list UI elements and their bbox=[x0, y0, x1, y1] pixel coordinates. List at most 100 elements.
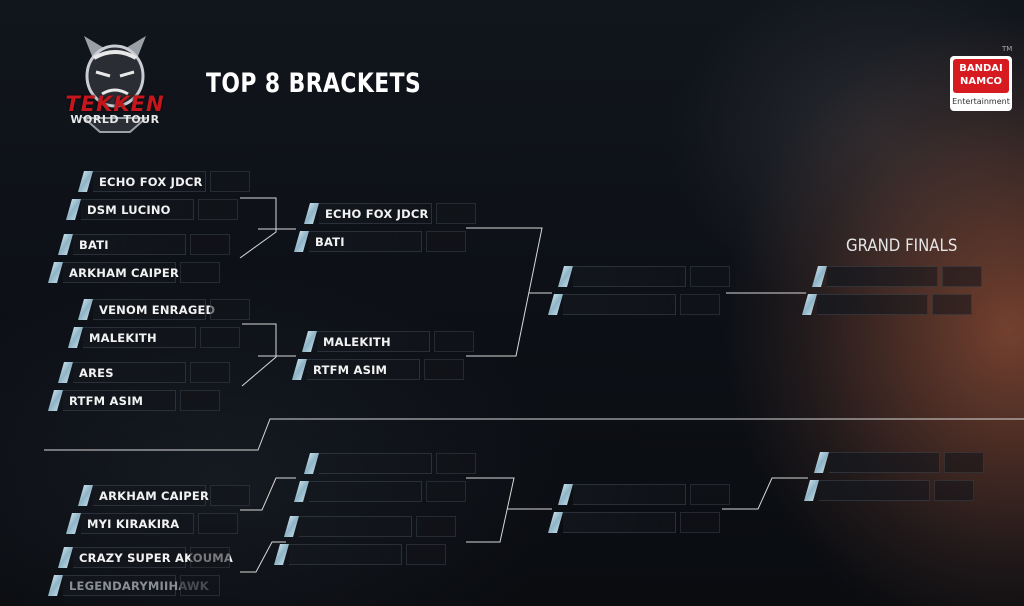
player-slot: DSM LUCINO bbox=[66, 199, 238, 220]
logo-tekken-text: TEKKEN bbox=[65, 92, 165, 116]
seed-marker-icon bbox=[78, 485, 93, 506]
player-name: MYI KIRAKIRA bbox=[87, 517, 180, 531]
seed-marker-icon bbox=[292, 359, 307, 380]
player-name-box: RTFM ASIM bbox=[63, 390, 176, 411]
sponsor-tm: TM bbox=[1002, 45, 1013, 53]
score-box bbox=[190, 362, 230, 383]
player-name-box bbox=[827, 266, 938, 287]
score-box bbox=[436, 453, 476, 474]
score-box bbox=[690, 266, 730, 287]
seed-marker-icon bbox=[58, 547, 73, 568]
score-box bbox=[690, 484, 730, 505]
player-name-box: ARKHAM CAIPER bbox=[63, 262, 179, 283]
score-box bbox=[436, 203, 476, 224]
player-slot bbox=[284, 516, 456, 537]
player-name-box bbox=[299, 516, 412, 537]
seed-marker-icon bbox=[68, 327, 83, 348]
player-slot: MALEKITH bbox=[68, 327, 240, 348]
sponsor-line1: BANDAI bbox=[959, 63, 1003, 74]
player-name-box: BATI bbox=[309, 231, 422, 252]
score-box bbox=[934, 480, 974, 501]
player-slot bbox=[548, 512, 720, 533]
sponsor-line2: NAMCO bbox=[960, 76, 1002, 87]
player-name-box bbox=[289, 544, 402, 565]
player-slot bbox=[294, 481, 466, 502]
player-slot: MYI KIRAKIRA bbox=[66, 513, 238, 534]
player-name-box: BATI bbox=[73, 234, 186, 255]
seed-marker-icon bbox=[812, 266, 827, 287]
seed-marker-icon bbox=[284, 516, 299, 537]
score-box bbox=[426, 231, 466, 252]
player-slot: ECHO FOX JDCR bbox=[78, 171, 250, 192]
seed-marker-icon bbox=[304, 453, 319, 474]
player-name: ARES bbox=[79, 366, 114, 380]
player-name-box bbox=[817, 294, 928, 315]
seed-marker-icon bbox=[558, 266, 573, 287]
score-box bbox=[942, 266, 982, 287]
seed-marker-icon bbox=[48, 575, 63, 596]
player-slot: CRAZY SUPER AKOUMA bbox=[58, 547, 233, 568]
player-name: ARKHAM CAIPER bbox=[69, 266, 179, 280]
player-name: LEGENDARYMIIHAWK bbox=[69, 579, 209, 593]
seed-marker-icon bbox=[802, 294, 817, 315]
player-name: MALEKITH bbox=[89, 331, 157, 345]
player-name-box bbox=[573, 266, 686, 287]
seed-marker-icon bbox=[48, 262, 63, 283]
player-name-box bbox=[563, 512, 676, 533]
seed-marker-icon bbox=[274, 544, 289, 565]
seed-marker-icon bbox=[66, 199, 81, 220]
player-slot: ARKHAM CAIPER bbox=[78, 485, 250, 506]
score-box bbox=[210, 299, 250, 320]
player-slot: ARKHAM CAIPER bbox=[48, 262, 220, 283]
player-name-box: VENOM ENRAGED bbox=[93, 299, 215, 320]
score-box bbox=[944, 452, 984, 473]
score-box bbox=[932, 294, 972, 315]
score-box bbox=[180, 262, 220, 283]
sponsor-line3: Entertainment bbox=[952, 97, 1010, 106]
seed-marker-icon bbox=[58, 362, 73, 383]
player-name: MALEKITH bbox=[323, 335, 391, 349]
seed-marker-icon bbox=[294, 231, 309, 252]
score-box bbox=[198, 513, 238, 534]
player-slot: MALEKITH bbox=[302, 331, 474, 352]
player-name: RTFM ASIM bbox=[313, 363, 388, 377]
seed-marker-icon bbox=[294, 481, 309, 502]
player-slot: LEGENDARYMIIHAWK bbox=[48, 575, 220, 596]
player-name: ARKHAM CAIPER bbox=[99, 489, 209, 503]
score-box bbox=[434, 331, 474, 352]
player-name-box: DSM LUCINO bbox=[81, 199, 194, 220]
player-name-box: CRAZY SUPER AKOUMA bbox=[73, 547, 233, 568]
seed-marker-icon bbox=[558, 484, 573, 505]
page-title: TOP 8 BRACKETS bbox=[206, 68, 422, 99]
player-slot bbox=[558, 484, 730, 505]
player-name-box: ARES bbox=[73, 362, 186, 383]
player-name-box bbox=[819, 480, 930, 501]
score-box bbox=[190, 547, 230, 568]
seed-marker-icon bbox=[78, 171, 93, 192]
player-name: BATI bbox=[79, 238, 109, 252]
player-slot: BATI bbox=[58, 234, 230, 255]
player-name-box: LEGENDARYMIIHAWK bbox=[63, 575, 209, 596]
score-box bbox=[198, 199, 238, 220]
seed-marker-icon bbox=[66, 513, 81, 534]
player-name-box: ECHO FOX JDCR bbox=[319, 203, 432, 224]
tekken-world-tour-logo: TEKKEN WORLD TOUR bbox=[44, 28, 186, 138]
seed-marker-icon bbox=[548, 294, 563, 315]
player-name: VENOM ENRAGED bbox=[99, 303, 216, 317]
score-box bbox=[210, 485, 250, 506]
player-slot bbox=[274, 544, 446, 565]
player-name-box: RTFM ASIM bbox=[307, 359, 420, 380]
player-name-box: MYI KIRAKIRA bbox=[81, 513, 194, 534]
score-box bbox=[200, 327, 240, 348]
seed-marker-icon bbox=[304, 203, 319, 224]
logo-world-tour-text: WORLD TOUR bbox=[70, 113, 160, 126]
player-name: RTFM ASIM bbox=[69, 394, 144, 408]
score-box bbox=[210, 171, 250, 192]
seed-marker-icon bbox=[548, 512, 563, 533]
score-box bbox=[680, 294, 720, 315]
player-slot: VENOM ENRAGED bbox=[78, 299, 250, 320]
player-slot bbox=[804, 480, 974, 501]
player-name-box bbox=[829, 452, 940, 473]
score-box bbox=[180, 390, 220, 411]
